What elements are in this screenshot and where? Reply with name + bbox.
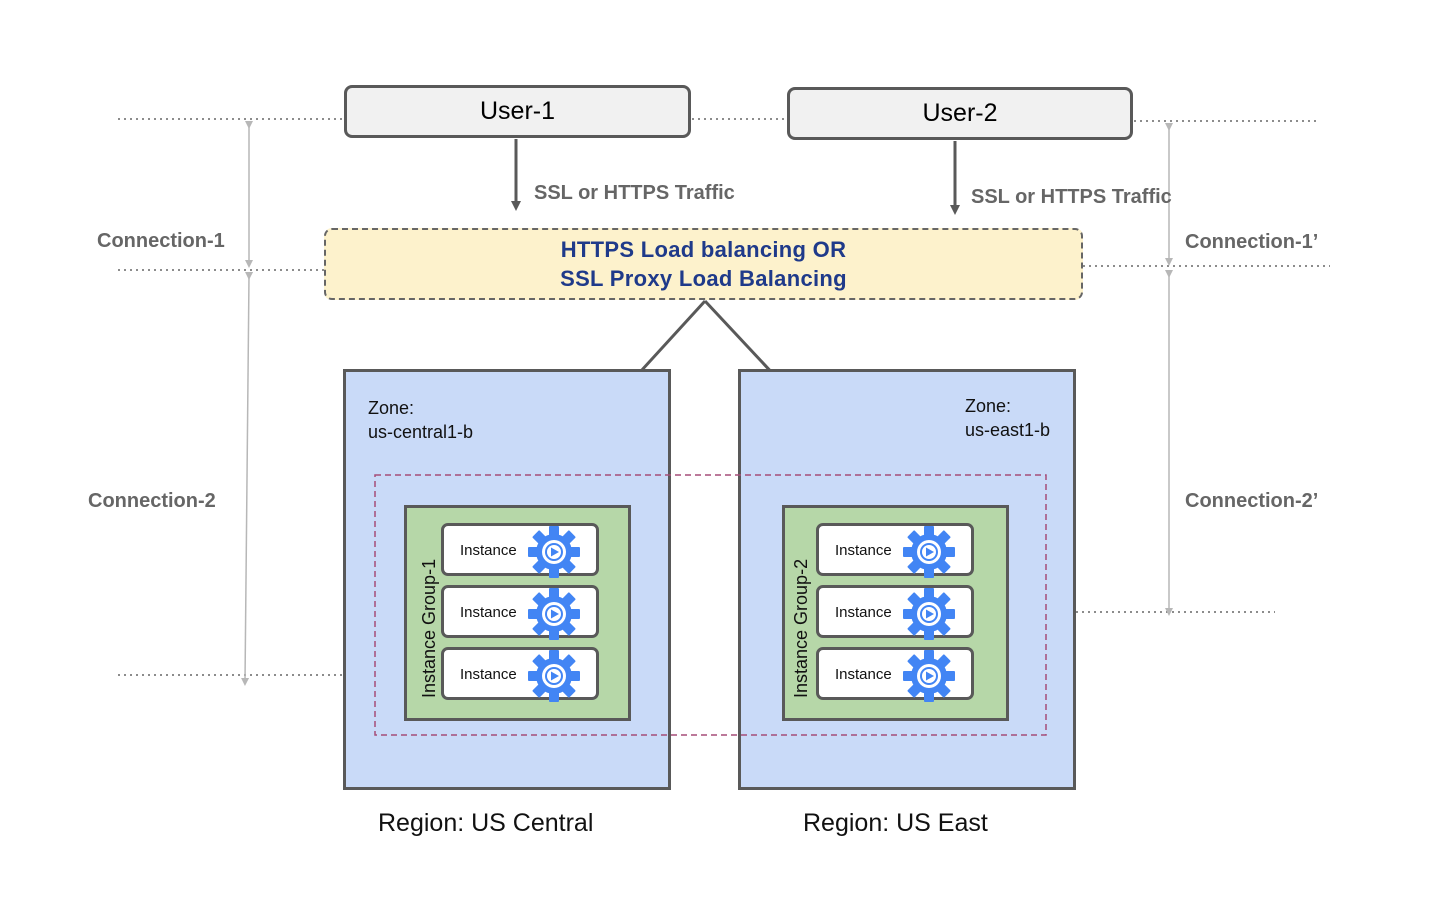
region-us-east-label: Region: US East xyxy=(803,809,988,837)
instance-card: Instance xyxy=(441,585,599,640)
region-us-central-label: Region: US Central xyxy=(378,809,594,837)
instance-card: Instance xyxy=(441,647,599,702)
instance-label: Instance xyxy=(835,666,892,683)
zone-2-title: Zone: xyxy=(965,396,1012,416)
compute-engine-gear-icon xyxy=(528,650,580,702)
user-2-box: User-2 xyxy=(787,87,1133,140)
instance-label: Instance xyxy=(460,542,517,559)
zone-2-label: Zone: us-east1-b xyxy=(965,394,1050,442)
zone-1-name: us-central1-b xyxy=(368,422,474,442)
instance-card: Instance xyxy=(816,647,974,702)
instance-card: Instance xyxy=(816,585,974,640)
user-1-box: User-1 xyxy=(344,85,691,138)
connection-2-prime-label: Connection-2’ xyxy=(1185,490,1319,512)
compute-engine-gear-icon xyxy=(903,650,955,702)
zone-1-title: Zone: xyxy=(368,398,415,418)
instance-card: Instance xyxy=(441,523,599,578)
load-balancer-line-1: HTTPS Load balancing OR xyxy=(560,237,847,262)
measure-connection-2 xyxy=(241,271,254,686)
instance-group-2-label: Instance Group-2 xyxy=(791,558,811,698)
instance-label: Instance xyxy=(835,542,892,559)
zone-2-name: us-east1-b xyxy=(965,420,1051,440)
zone-1-label: Zone: us-central1-b xyxy=(368,396,473,444)
user-2-label: User-2 xyxy=(922,99,998,127)
instance-card: Instance xyxy=(816,523,974,578)
load-balancer-line-2: SSL Proxy Load Balancing xyxy=(560,266,847,291)
connection-2-label: Connection-2 xyxy=(88,490,216,512)
connection-1-prime-label: Connection-1’ xyxy=(1185,231,1319,253)
traffic-label-left: SSL or HTTPS Traffic xyxy=(534,182,735,204)
compute-engine-gear-icon xyxy=(903,526,955,578)
connection-1-label: Connection-1 xyxy=(97,230,225,252)
user-1-label: User-1 xyxy=(479,97,555,125)
traffic-label-right: SSL or HTTPS Traffic xyxy=(971,186,1172,208)
instance-label: Instance xyxy=(460,604,517,621)
instance-group-1-label: Instance Group-1 xyxy=(419,558,439,698)
compute-engine-gear-icon xyxy=(528,588,580,640)
load-balancer-box: HTTPS Load balancing OR SSL Proxy Load B… xyxy=(324,228,1083,300)
compute-engine-gear-icon xyxy=(903,588,955,640)
compute-engine-gear-icon xyxy=(528,526,580,578)
instance-label: Instance xyxy=(460,666,517,683)
instance-label: Instance xyxy=(835,604,892,621)
